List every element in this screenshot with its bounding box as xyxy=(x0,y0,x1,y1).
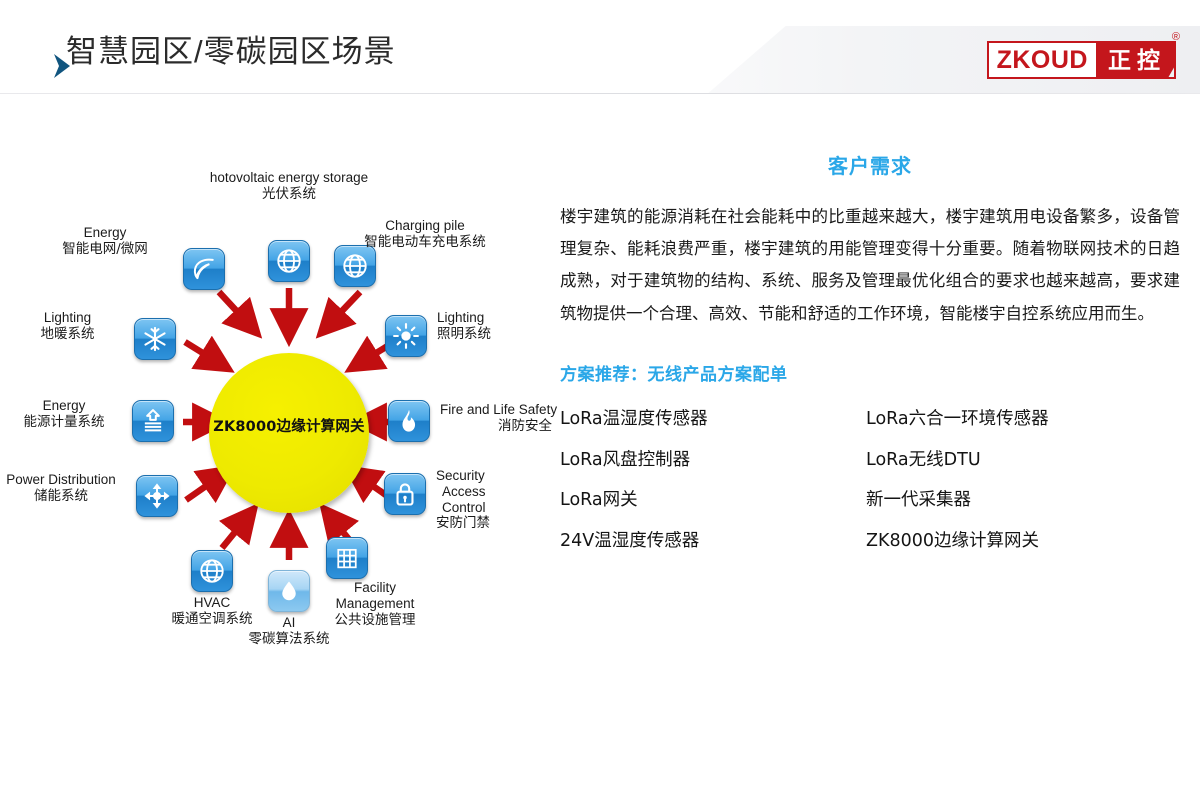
node-label-storage: Power Distribution 储能系统 xyxy=(0,472,132,505)
node-label-security: Security Access Control 安防门禁 xyxy=(436,468,576,532)
product-item: LoRa网关 xyxy=(560,490,638,511)
header-divider xyxy=(0,93,1200,94)
page-header: 智慧园区/零碳园区场景 ZKOUD 正控 ® xyxy=(0,0,1200,94)
node-label-facility: Facility Management 公共设施管理 xyxy=(310,580,440,629)
page-title-group: 智慧园区/零碳园区场景 xyxy=(52,34,396,78)
node-label-photovoltaic: hotovoltaic energy storage 光伏系统 xyxy=(189,170,389,203)
globe-icon xyxy=(334,245,376,287)
product-list: LoRa温湿度传感器 LoRa六合一环境传感器 LoRa风盘控制器 LoRa无线… xyxy=(560,409,1180,554)
node-label-en: Fire and Life Safety xyxy=(440,402,558,417)
security-line-2: Access xyxy=(442,483,486,499)
node-metering[interactable] xyxy=(132,400,174,442)
node-label-cn: 能源计量系统 xyxy=(23,414,105,431)
node-label-cn: 智能电网/微网 xyxy=(62,241,148,258)
hub-label: ZK8000边缘计算网关 xyxy=(213,419,365,435)
globe-icon xyxy=(268,240,310,282)
node-label-cn: 照明系统 xyxy=(437,326,491,343)
water-drop-icon xyxy=(268,570,310,612)
node-label-cn: 智能电动车充电系统 xyxy=(364,234,486,251)
node-label-fire-safety: Fire and Life Safety 消防安全 xyxy=(440,402,640,435)
product-item: LoRa无线DTU xyxy=(866,449,981,470)
snowflake-icon xyxy=(134,318,176,360)
node-label-en: Lighting xyxy=(437,310,485,325)
logo-cn-text: 正控 xyxy=(1096,43,1174,77)
node-floor-heating[interactable] xyxy=(134,318,176,360)
node-label-cn: 储能系统 xyxy=(34,488,88,505)
node-label-hvac: HVAC 暖通空调系统 xyxy=(142,595,282,628)
node-security[interactable] xyxy=(384,473,426,515)
node-label-cn: 安防门禁 xyxy=(436,514,490,531)
network-nodes-icon xyxy=(136,475,178,517)
security-line-1: Security xyxy=(436,468,485,483)
node-label-en: Power Distribution xyxy=(6,472,116,487)
building-icon xyxy=(326,537,368,579)
node-label-cn: 消防安全 xyxy=(498,418,552,435)
node-label-en: Energy xyxy=(42,398,86,413)
node-charging-pile[interactable] xyxy=(334,245,376,287)
page-title: 智慧园区/零碳园区场景 xyxy=(66,34,396,69)
ecosystem-diagram: ZK8000边缘计算网关 hotovoltaic energy storage xyxy=(0,110,557,690)
node-energy-grid[interactable] xyxy=(183,248,225,290)
facility-line-2: Management xyxy=(335,596,415,612)
node-label-lighting: Lighting 照明系统 xyxy=(437,310,597,343)
node-label-en: Energy xyxy=(83,225,127,240)
node-label-floor-heating: Lighting 地暖系统 xyxy=(10,310,125,343)
security-line-3: Control xyxy=(442,499,486,515)
node-label-cn: 零碳算法系统 xyxy=(248,631,330,648)
central-hub: ZK8000边缘计算网关 xyxy=(209,353,369,513)
content-panel: 客户需求 楼宇建筑的能源消耗在社会能耗中的比重越来越大，楼宇建筑用电设备繁多，设… xyxy=(560,150,1180,553)
sun-icon xyxy=(385,315,427,357)
company-logo: ZKOUD 正控 xyxy=(986,41,1176,79)
flame-icon xyxy=(388,400,430,442)
node-label-cn: 光伏系统 xyxy=(262,186,316,203)
node-lighting[interactable] xyxy=(385,315,427,357)
node-hvac[interactable] xyxy=(191,550,233,592)
facility-line-1: Facility xyxy=(353,580,396,595)
product-item: 24V温湿度传感器 xyxy=(560,531,700,552)
product-item: LoRa六合一环境传感器 xyxy=(866,408,1049,429)
node-label-metering: Energy 能源计量系统 xyxy=(0,398,128,431)
product-item: ZK8000边缘计算网关 xyxy=(866,531,1040,552)
node-label-cn: 暖通空调系统 xyxy=(171,611,253,628)
logo-en-text: ZKOUD xyxy=(988,43,1096,77)
node-label-cn: 公共设施管理 xyxy=(334,612,416,629)
node-label-cn: 地暖系统 xyxy=(40,326,95,343)
lock-icon xyxy=(384,473,426,515)
product-item: LoRa风盘控制器 xyxy=(560,449,691,470)
node-label-energy-grid: Energy 智能电网/微网 xyxy=(40,225,170,258)
node-label-en: hotovoltaic energy storage xyxy=(209,170,369,185)
registered-mark: ® xyxy=(1171,31,1180,43)
leaf-icon xyxy=(183,248,225,290)
node-label-en: HVAC xyxy=(193,595,231,610)
node-label-ai: AI 零碳算法系统 xyxy=(224,615,354,648)
node-label-en: Charging pile xyxy=(385,218,465,233)
energy-meter-icon xyxy=(132,400,174,442)
recommendation-heading: 方案推荐：无线产品方案配单 xyxy=(560,364,788,385)
node-label-en: Lighting xyxy=(43,310,92,325)
globe-icon xyxy=(191,550,233,592)
customer-need-heading: 客户需求 xyxy=(828,154,912,178)
product-item: 新一代采集器 xyxy=(866,490,971,511)
node-ai[interactable] xyxy=(268,570,310,612)
node-label-charging-pile: Charging pile 智能电动车充电系统 xyxy=(325,218,525,251)
customer-need-body: 楼宇建筑的能源消耗在社会能耗中的比重越来越大，楼宇建筑用电设备繁多，设备管理复杂… xyxy=(560,207,1180,323)
node-fire-safety[interactable] xyxy=(388,400,430,442)
product-item: LoRa温湿度传感器 xyxy=(560,408,708,429)
node-facility[interactable] xyxy=(326,537,368,579)
node-label-en: AI xyxy=(282,615,296,630)
node-photovoltaic[interactable] xyxy=(268,240,310,282)
node-storage[interactable] xyxy=(136,475,178,517)
